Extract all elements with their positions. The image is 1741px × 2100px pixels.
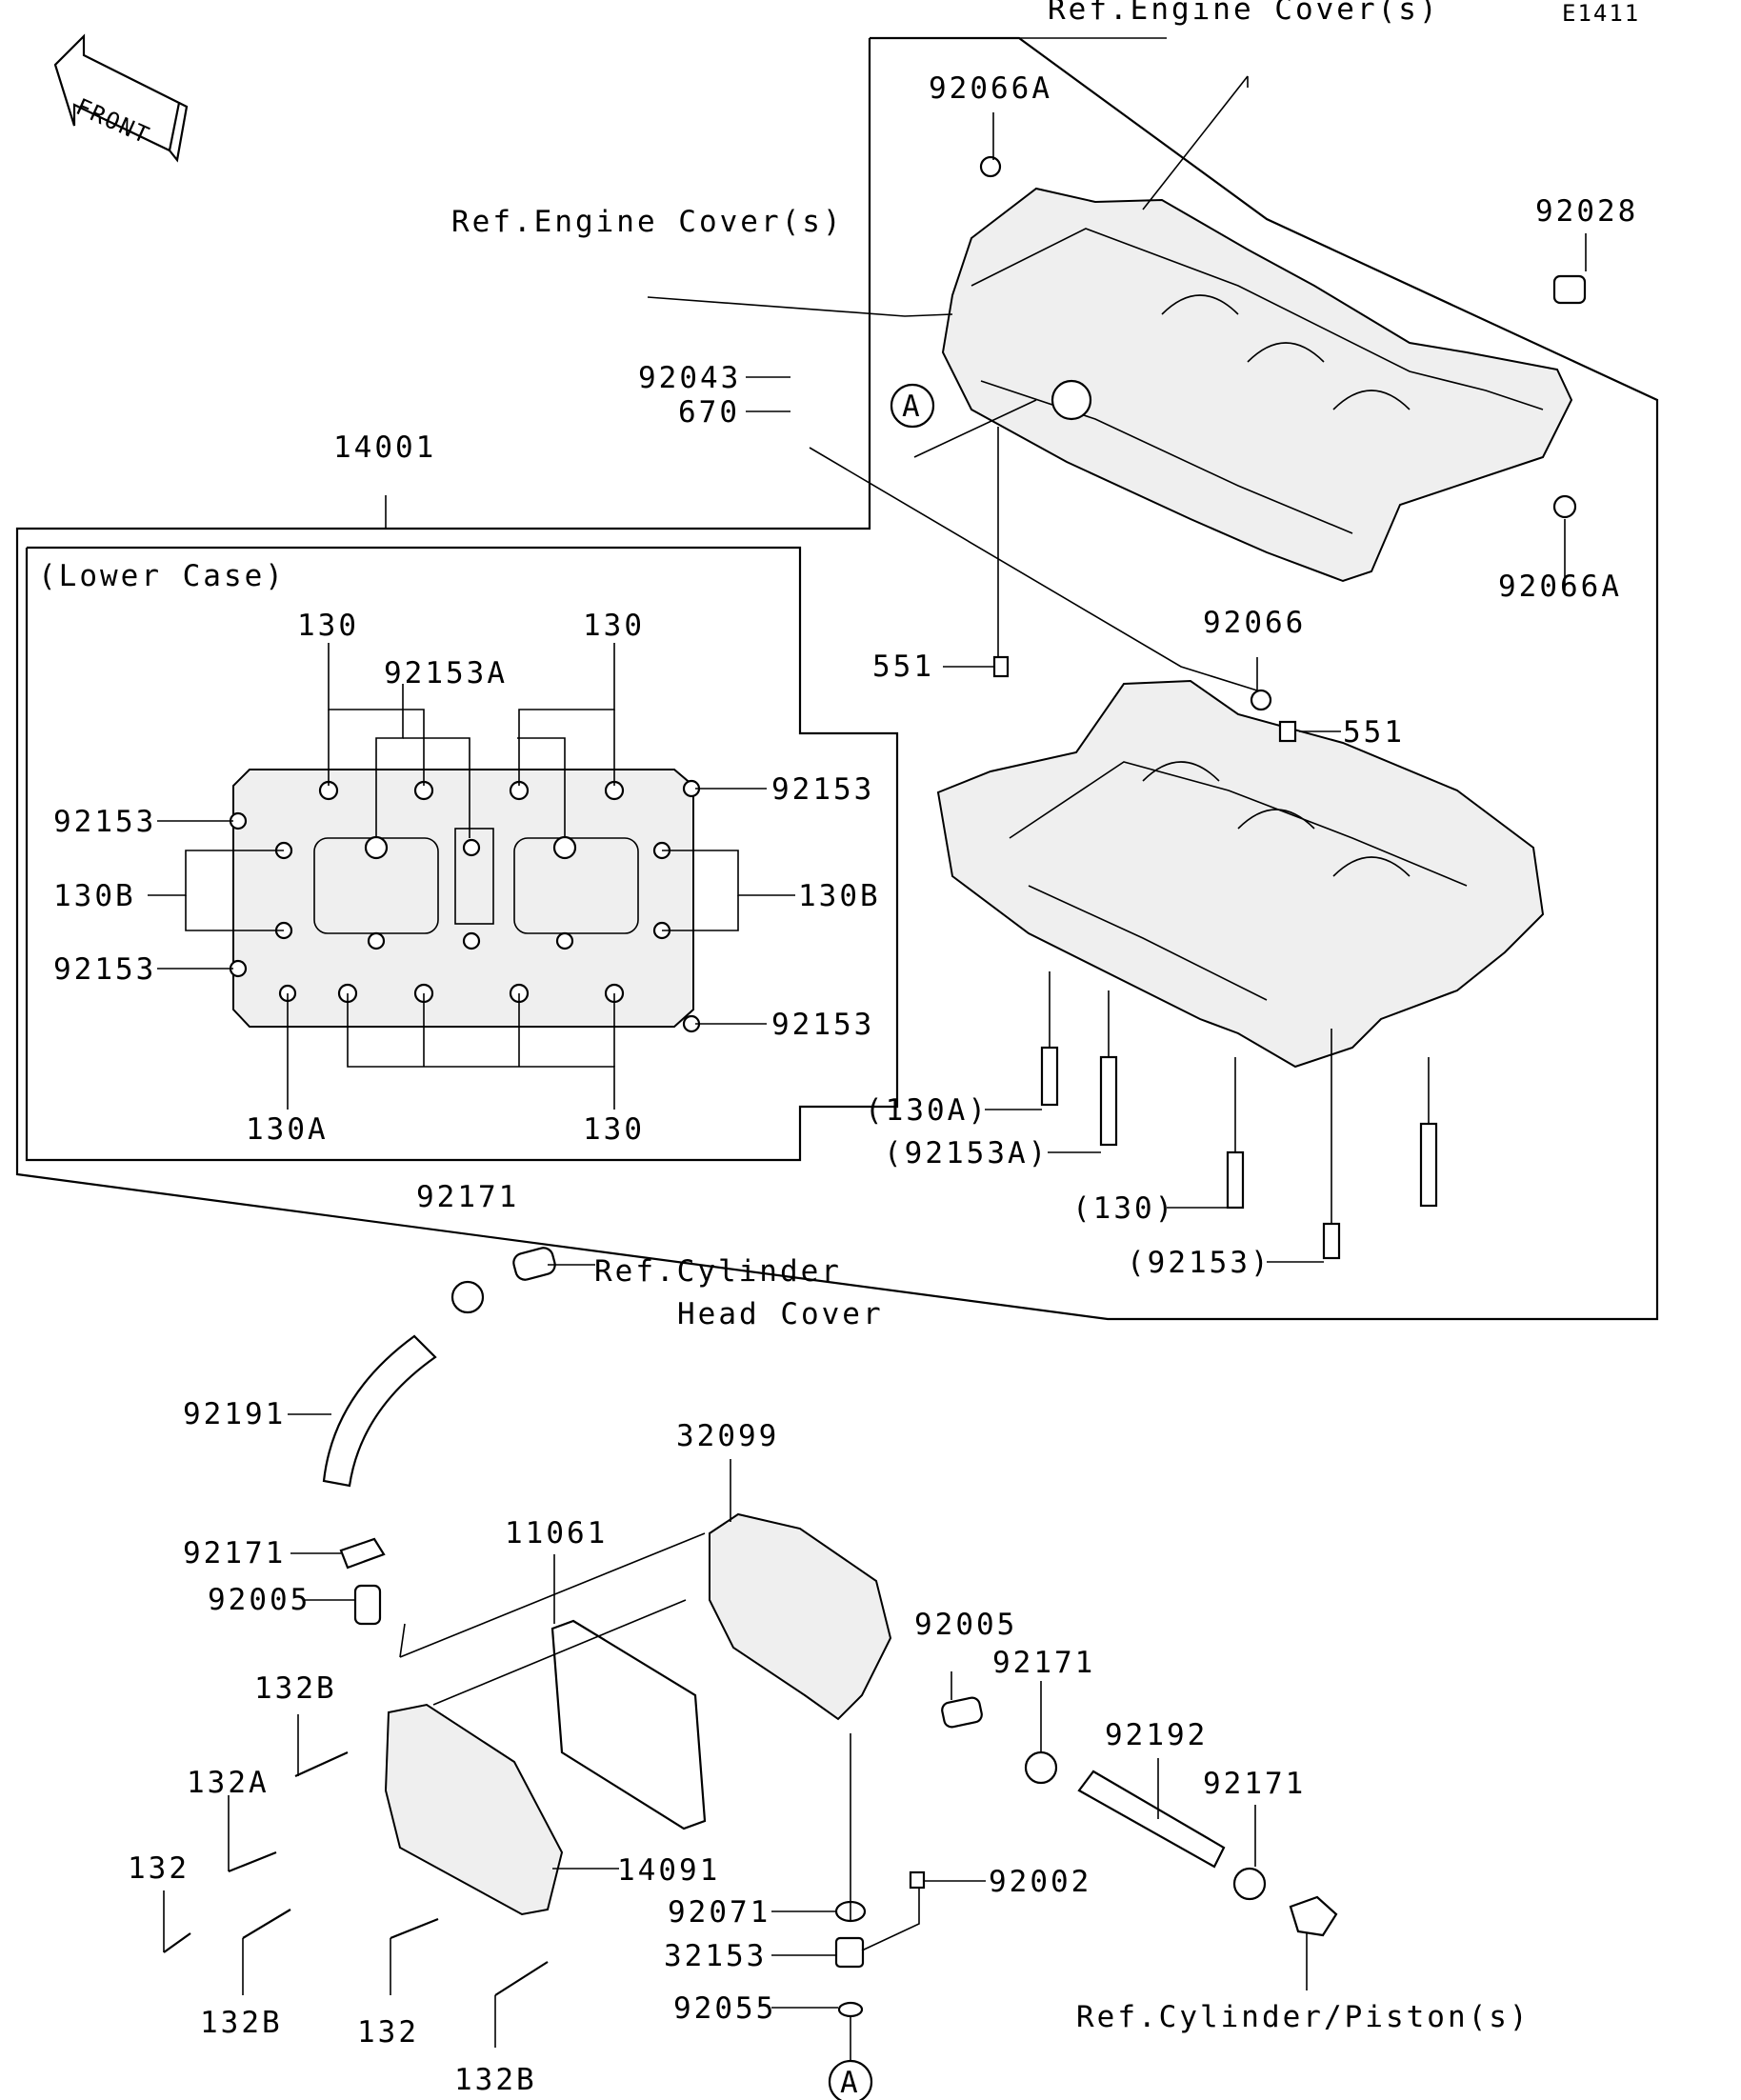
part-130A-paren[interactable]: (130A) [865, 1093, 989, 1128]
lower-case-inset-drawing [229, 769, 701, 1033]
lower-case-part-130-b[interactable]: 130 [583, 1112, 645, 1147]
part-132A[interactable]: 132A [187, 1766, 270, 1800]
clamp-92171-mid [339, 1537, 386, 1570]
ref-cylinder-piston: Ref.Cylinder/Piston(s) [1076, 2000, 1531, 2034]
part-32153[interactable]: 32153 [664, 1939, 767, 1973]
part-14001[interactable]: 14001 [333, 430, 436, 465]
lower-case-part-130B-r[interactable]: 130B [798, 879, 881, 913]
oil-pan-group [384, 1512, 1338, 2018]
part-132-bottom[interactable]: 132 [357, 2015, 419, 2050]
part-92191[interactable]: 92191 [183, 1397, 286, 1431]
part-670[interactable]: 670 [678, 395, 740, 430]
marker-a-bottom: A [828, 2059, 873, 2100]
ref-cylinder-head-cover-line2: Head Cover [677, 1297, 884, 1331]
part-132B-top[interactable]: 132B [254, 1671, 337, 1706]
part-32099[interactable]: 32099 [676, 1419, 779, 1453]
lower-case-bolts-top [318, 780, 625, 801]
reference-labels: Ref.Engine Cover(s) Ref.Engine Cover(s) … [38, 0, 1531, 2034]
marker-a-top-label: A [902, 390, 923, 424]
dowel-551-left [992, 655, 1010, 678]
part-92171-top[interactable]: 92171 [416, 1180, 519, 1214]
part-92171-mid[interactable]: 92171 [183, 1536, 286, 1570]
lower-case-part-92153-l1[interactable]: 92153 [53, 805, 156, 839]
strainer-32153 [834, 1936, 865, 1969]
fitting-92005-left [353, 1584, 382, 1626]
part-132-left[interactable]: 132 [128, 1851, 190, 1886]
clamp-92171-r1 [1024, 1750, 1058, 1785]
dowel-92066 [1250, 689, 1272, 711]
part-92153-paren[interactable]: (92153) [1127, 1246, 1271, 1280]
part-92028[interactable]: 92028 [1535, 194, 1638, 229]
gasket-11061 [550, 1619, 707, 1830]
part-92153A-paren[interactable]: (92153A) [884, 1136, 1049, 1170]
dowel-551-right [1278, 720, 1297, 743]
pipe-ref-cylinder-head [512, 1247, 556, 1281]
part-132B-mid[interactable]: 132B [200, 2006, 283, 2040]
part-92066A-top[interactable]: 92066A [929, 71, 1052, 106]
hose-92191 [322, 1334, 437, 1488]
bolt-92002 [909, 1870, 926, 1890]
cover-bolts [163, 1750, 549, 1996]
part-92005-left[interactable]: 92005 [208, 1583, 310, 1617]
oil-pan-32099 [709, 1512, 892, 1721]
lower-case-title: (Lower Case) [38, 559, 286, 593]
cover-14091 [384, 1703, 564, 1916]
crankcase-bolts [1040, 971, 1438, 1260]
breather-hose-assembly [322, 1247, 556, 1626]
upper-crankcase [941, 155, 1587, 583]
lower-case-part-130-tl[interactable]: 130 [297, 609, 359, 643]
clamp-92171-top [450, 1280, 485, 1314]
lower-case-leaders [148, 643, 795, 1110]
part-130-paren[interactable]: (130) [1072, 1191, 1175, 1226]
part-551-left[interactable]: 551 [872, 650, 934, 684]
part-92002[interactable]: 92002 [989, 1865, 1091, 1899]
marker-a-bottom-label: A [840, 2066, 861, 2100]
elbow-ref-cylinder-piston [1289, 1895, 1338, 1937]
front-arrow-icon: FRONT [53, 33, 189, 163]
lower-case-bolts-sides [229, 779, 701, 1033]
lower-case-part-130-tr[interactable]: 130 [583, 609, 645, 643]
part-92066[interactable]: 92066 [1203, 606, 1306, 640]
ref-cylinder-head-cover-line1: Ref.Cylinder [594, 1254, 842, 1289]
o-ring-92055 [837, 2001, 864, 2018]
lower-case-part-92153A[interactable]: 92153A [384, 656, 508, 690]
lower-case-part-130A[interactable]: 130A [246, 1112, 329, 1147]
part-11061[interactable]: 11061 [505, 1516, 608, 1550]
part-92192[interactable]: 92192 [1105, 1718, 1208, 1752]
dowel-92066A-top [979, 155, 1002, 178]
part-92071[interactable]: 92071 [668, 1895, 770, 1930]
lower-case-part-130B-l[interactable]: 130B [53, 879, 136, 913]
group-frame-lines [15, 36, 1659, 1321]
part-551-right[interactable]: 551 [1343, 715, 1405, 750]
part-92043[interactable]: 92043 [638, 361, 741, 395]
lower-crankcase [936, 655, 1545, 1069]
part-132B-bottom[interactable]: 132B [454, 2063, 537, 2097]
lower-case-part-92153-l2[interactable]: 92153 [53, 952, 156, 987]
part-92171-r2[interactable]: 92171 [1203, 1767, 1306, 1801]
part-92171-r1[interactable]: 92171 [992, 1646, 1095, 1680]
pipe-92192 [1077, 1770, 1226, 1869]
fitting-92005-right [941, 1696, 983, 1729]
part-number-labels: 92066A 92028 92066A 92043 670 14001 551 … [53, 71, 1638, 2097]
diagram-code: E1411 [1562, 0, 1640, 27]
lower-case-part-92153-r2[interactable]: 92153 [771, 1008, 874, 1042]
lower-case-part-92153-r1[interactable]: 92153 [771, 772, 874, 807]
part-14091[interactable]: 14091 [617, 1853, 720, 1888]
ref-engine-cover-top: Ref.Engine Cover(s) [1048, 0, 1440, 27]
oil-pan-leaders [163, 1264, 1308, 2062]
marker-a-top: A [890, 383, 935, 429]
main-leader-lines [385, 75, 1587, 1263]
clamp-92171-r2 [1232, 1867, 1267, 1901]
dowel-92066A-right [1552, 494, 1577, 519]
part-92005-right[interactable]: 92005 [914, 1608, 1017, 1642]
part-92055[interactable]: 92055 [673, 1991, 776, 2026]
part-92066A-right[interactable]: 92066A [1498, 570, 1622, 604]
bushing-92028 [1552, 274, 1587, 305]
ref-engine-cover-left: Ref.Engine Cover(s) [451, 205, 844, 239]
